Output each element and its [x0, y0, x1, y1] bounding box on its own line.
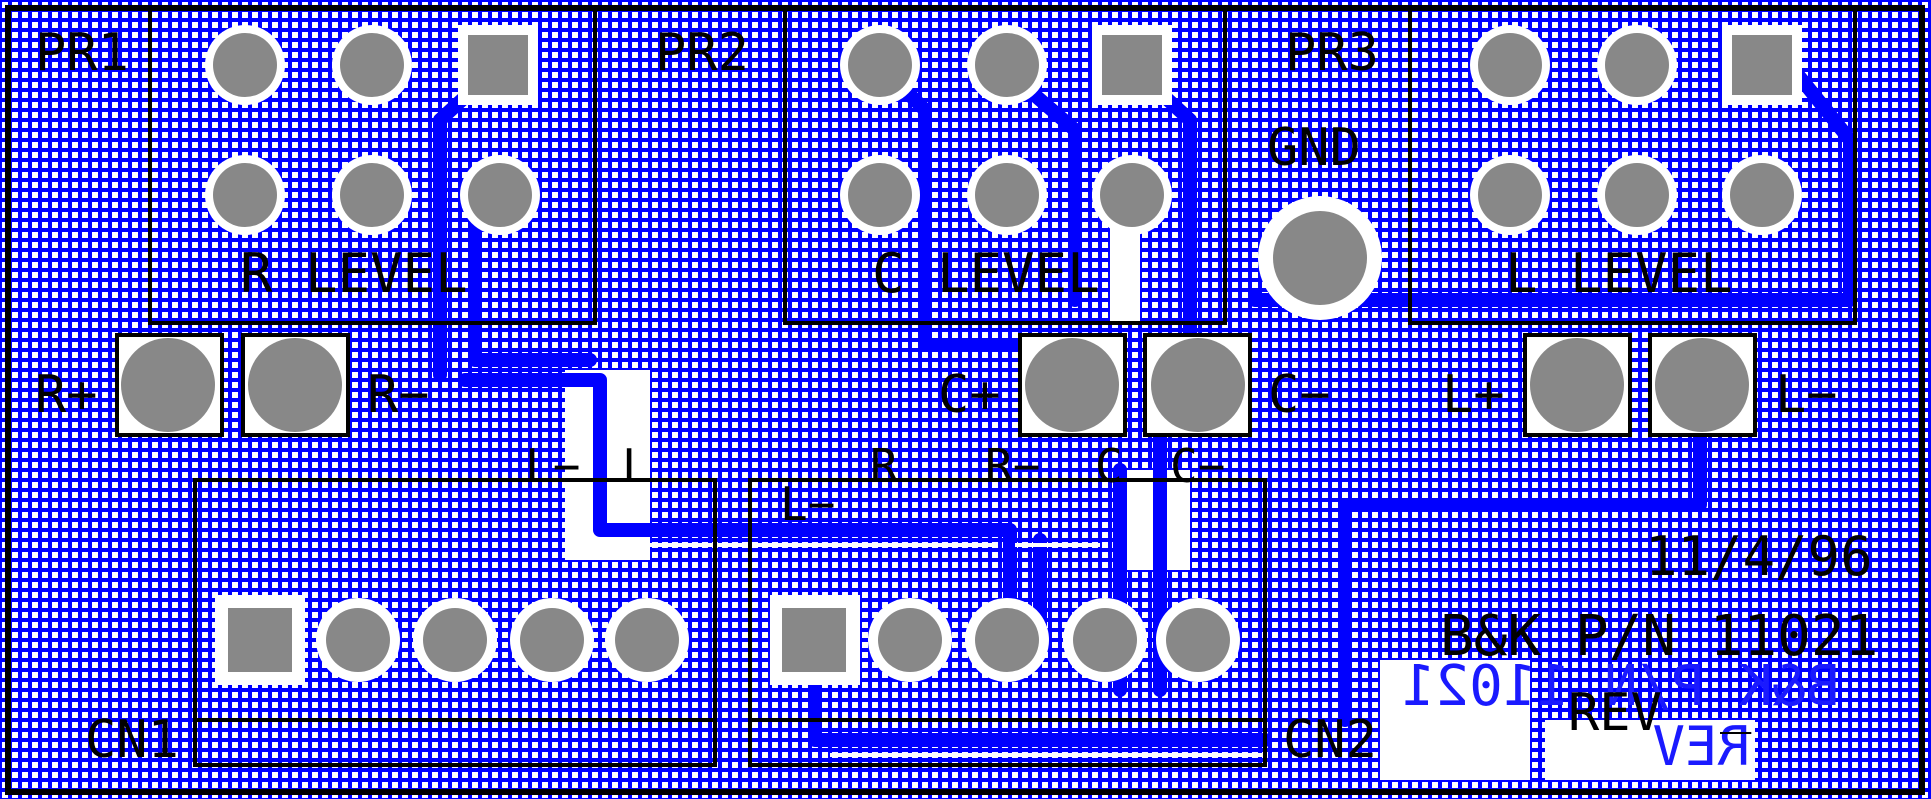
gnd-pad [1258, 196, 1382, 320]
label-rev-dash: _ [1720, 675, 1752, 735]
label-r-level: R LEVEL [240, 242, 468, 305]
label-rev: REV [1568, 683, 1662, 743]
label-cn2-l-minus: L− [780, 477, 835, 531]
label-cn2-r: R [870, 439, 898, 493]
label-cn1-l: L [622, 439, 650, 493]
label-date: 11/4/96 [1645, 525, 1873, 588]
silkscreen-outlines [148, 6, 1857, 767]
pr1-pads [205, 25, 540, 235]
label-cn1: CN1 [85, 710, 179, 770]
label-pr1: PR1 [35, 23, 129, 83]
label-pr3: PR3 [1285, 23, 1379, 83]
trace-clearances [600, 543, 1265, 757]
label-cn2-r-minus: R− [985, 439, 1040, 493]
label-c-plus: C+ [938, 365, 1001, 425]
label-cn1-l-minus: L− [525, 439, 580, 493]
keepout-areas [565, 170, 1755, 780]
label-cn2-c-minus: C− [1170, 439, 1225, 493]
pr3-pads [1470, 25, 1802, 235]
mirrored-bottom-text: B&K P/N 11021 REV [1402, 654, 1840, 778]
label-l-level: L LEVEL [1505, 242, 1733, 305]
cn1-pads [215, 595, 689, 685]
label-gnd: GND [1267, 118, 1361, 178]
label-r-minus: R− [367, 365, 430, 425]
label-c-minus: C− [1268, 365, 1331, 425]
terminal-pads [121, 338, 1749, 432]
label-part-number-mirrored: B&K P/N 11021 [1402, 654, 1840, 719]
pr2-pads [840, 25, 1172, 235]
label-rev-mirrored: REV [1652, 715, 1750, 778]
label-l-minus: L− [1775, 365, 1838, 425]
label-l-plus: L+ [1442, 365, 1505, 425]
label-r-plus: R+ [35, 365, 98, 425]
silkscreen-text: PR1 PR2 PR3 GND R LEVEL C LEVEL L LEVEL … [35, 23, 1878, 778]
label-pr2: PR2 [655, 23, 749, 83]
label-part-number: B&K P/N 11021 [1440, 604, 1878, 669]
label-cn2: CN2 [1283, 710, 1377, 770]
label-cn2-c: C [1095, 439, 1123, 493]
cn2-pads [770, 595, 1240, 685]
label-c-level: C LEVEL [872, 242, 1100, 305]
